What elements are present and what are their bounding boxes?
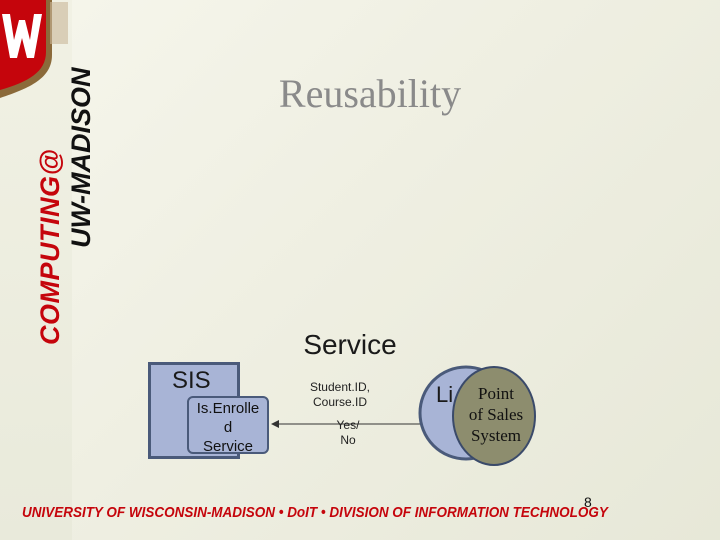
response-line-1: Yes/ <box>336 418 360 432</box>
footer-banner: UNIVERSITY OF WISCONSIN-MADISON • DoIT •… <box>22 505 608 521</box>
pos-ellipse <box>452 366 536 466</box>
pos-line-3: System <box>470 426 522 445</box>
page-number: 8 <box>584 494 592 510</box>
sis-label: SIS <box>172 367 211 394</box>
slide-title: Reusability <box>278 71 462 116</box>
pos-line-1: Point <box>478 384 514 403</box>
library-label: Li <box>436 382 454 407</box>
pos-line-2: of Sales <box>468 405 524 424</box>
is-enrolled-service-box: Is.Enrolle d Service <box>187 396 269 455</box>
service-label: Service <box>303 329 397 360</box>
response-label: Yes/ No <box>288 418 408 448</box>
request-label: Student.ID, Course.ID <box>280 380 400 410</box>
enrolled-line-1: Is.Enrolle <box>196 400 260 417</box>
request-line-1: Student.ID, <box>309 380 371 394</box>
pos-system-label: Point of Sales System <box>458 383 534 446</box>
enrolled-line-3: Service <box>202 438 254 455</box>
response-line-2: No <box>340 433 356 447</box>
crest-icon <box>0 0 68 98</box>
request-line-2: Course.ID <box>312 395 368 409</box>
enrolled-line-2: d <box>223 419 233 436</box>
